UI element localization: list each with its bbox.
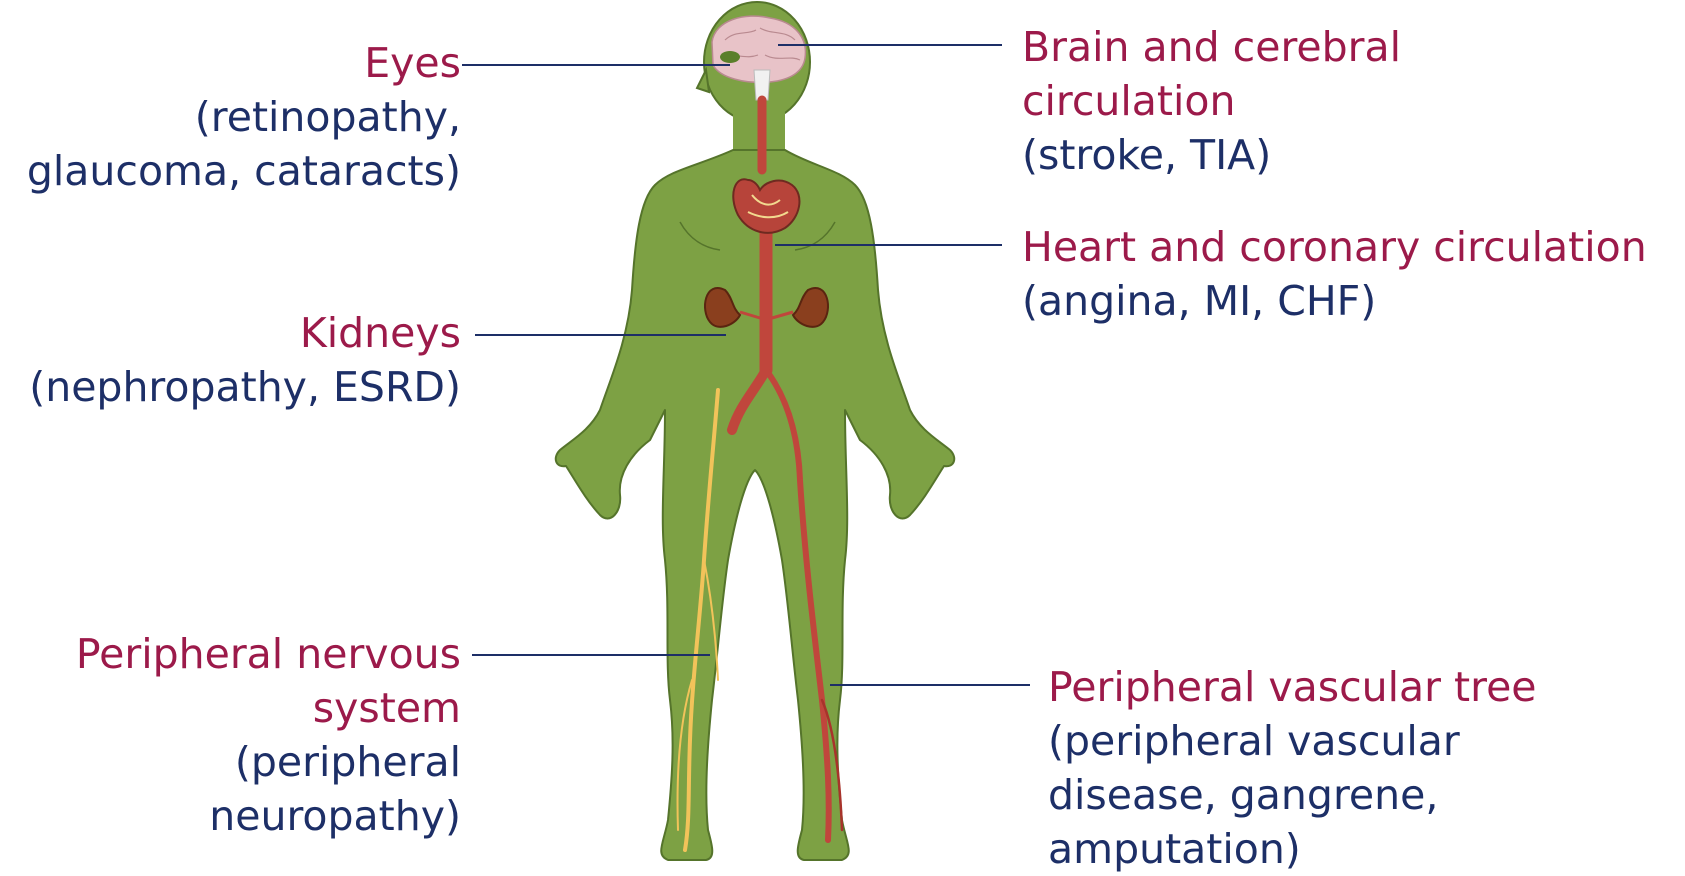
label-peripheral-nervous-complication-2: neuropathy) bbox=[76, 789, 461, 843]
label-peripheral-vascular-organ: Peripheral vascular tree bbox=[1048, 660, 1537, 714]
label-kidneys: Kidneys (nephropathy, ESRD) bbox=[29, 306, 461, 414]
label-heart-organ: Heart and coronary circulation bbox=[1022, 220, 1647, 274]
eye-region bbox=[720, 51, 740, 63]
nose bbox=[697, 70, 709, 92]
body-silhouette bbox=[556, 2, 955, 860]
label-brain-organ-1: Brain and cerebral bbox=[1022, 20, 1401, 74]
label-peripheral-vascular-complication-1: (peripheral vascular bbox=[1048, 714, 1537, 768]
label-brain-organ-2: circulation bbox=[1022, 74, 1401, 128]
label-kidneys-complication: (nephropathy, ESRD) bbox=[29, 360, 461, 414]
label-brain: Brain and cerebral circulation (stroke, … bbox=[1022, 20, 1401, 182]
label-eyes-organ: Eyes bbox=[27, 36, 461, 90]
label-peripheral-vascular-complication-2: disease, gangrene, bbox=[1048, 768, 1537, 822]
label-peripheral-vascular-complication-3: amputation) bbox=[1048, 822, 1537, 876]
label-brain-complication: (stroke, TIA) bbox=[1022, 128, 1401, 182]
label-peripheral-nervous-organ-2: system bbox=[76, 681, 461, 735]
label-peripheral-nervous: Peripheral nervous system (peripheral ne… bbox=[76, 627, 461, 843]
label-peripheral-nervous-organ-1: Peripheral nervous bbox=[76, 627, 461, 681]
torso-and-limbs bbox=[556, 150, 955, 860]
label-eyes: Eyes (retinopathy, glaucoma, cataracts) bbox=[27, 36, 461, 198]
label-eyes-complication-2: glaucoma, cataracts) bbox=[27, 144, 461, 198]
label-peripheral-nervous-complication-1: (peripheral bbox=[76, 735, 461, 789]
label-eyes-complication-1: (retinopathy, bbox=[27, 90, 461, 144]
label-kidneys-organ: Kidneys bbox=[29, 306, 461, 360]
label-heart: Heart and coronary circulation (angina, … bbox=[1022, 220, 1647, 328]
label-heart-complication: (angina, MI, CHF) bbox=[1022, 274, 1647, 328]
label-peripheral-vascular: Peripheral vascular tree (peripheral vas… bbox=[1048, 660, 1537, 876]
